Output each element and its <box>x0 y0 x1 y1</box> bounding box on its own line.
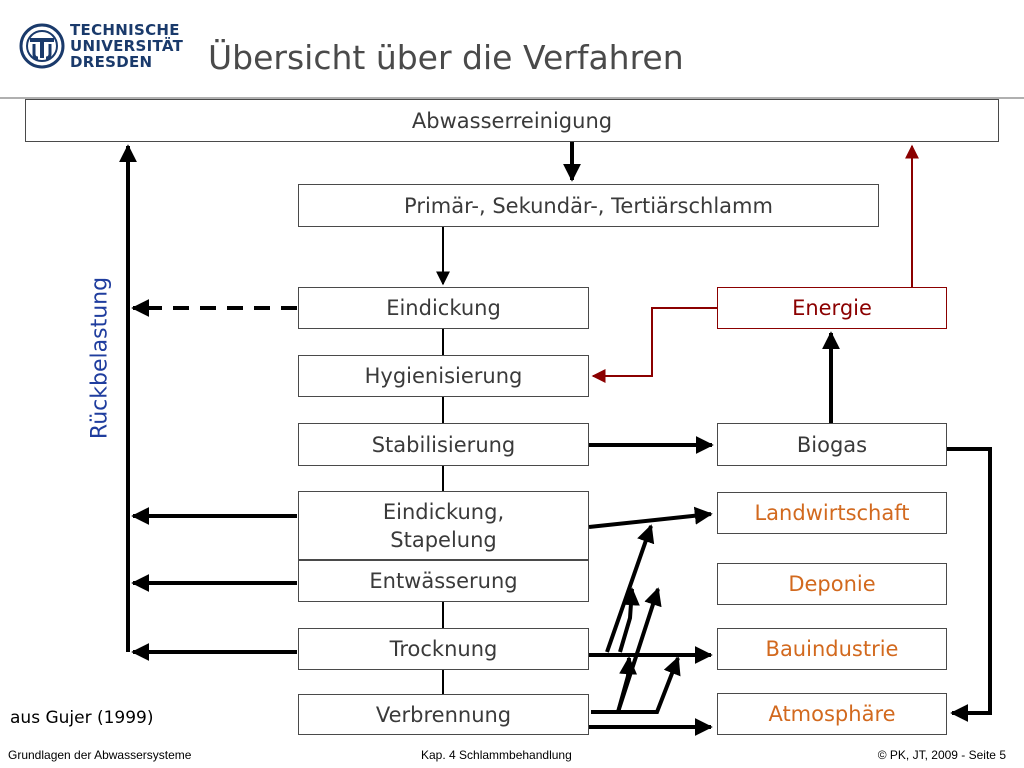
energy-box: Energie <box>717 287 947 329</box>
hygienization-box: Hygienisierung <box>298 355 589 397</box>
energy-to-hygienization-arrow <box>591 307 717 383</box>
storage-to-agriculture-arrow <box>588 506 713 529</box>
logo-line-3: DRESDEN <box>70 53 153 71</box>
footer-course-title: Grundlagen der Abwassersysteme <box>8 748 192 762</box>
incineration-up-path <box>618 656 681 714</box>
landfill-box: Deponie <box>717 563 947 605</box>
sludge-types-box: Primär-, Sekundär-, Tertiärschlamm <box>298 184 879 227</box>
header-divider <box>0 97 1024 99</box>
university-logo-text: TECHNISCHE UNIVERSITÄT DRESDEN <box>70 22 183 70</box>
biogas-box: Biogas <box>717 423 947 466</box>
thickening-box: Eindickung <box>298 287 589 329</box>
dewatering-box: Entwässerung <box>298 560 589 602</box>
logo-line-1: TECHNISCHE <box>70 21 180 39</box>
drying-box: Trocknung <box>298 628 589 670</box>
incineration-to-construction-path <box>616 656 638 713</box>
biogas-to-atmosphere-arrow <box>947 447 992 722</box>
footer-copyright-page: © PK, JT, 2009 - Seite 5 <box>877 748 1006 762</box>
thickening-storage-box: Eindickung, Stapelung <box>298 491 589 560</box>
incineration-box: Verbrennung <box>298 694 589 735</box>
tu-dresden-logo-icon <box>19 23 65 69</box>
return-load-label: Rückbelastung <box>87 276 113 440</box>
atmosphere-box: Atmosphäre <box>717 693 947 735</box>
stabilization-box: Stabilisierung <box>298 423 589 466</box>
page-title: Übersicht über die Verfahren <box>208 38 684 77</box>
drying-to-deposit-path <box>618 587 640 653</box>
footer-chapter: Kap. 4 Schlammbehandlung <box>421 748 572 762</box>
logo-line-2: UNIVERSITÄT <box>70 37 184 55</box>
agriculture-box: Landwirtschaft <box>717 492 947 534</box>
construction-industry-box: Bauindustrie <box>717 628 947 670</box>
source-note: aus Gujer (1999) <box>10 708 154 728</box>
wastewater-treatment-box: Abwasserreinigung <box>25 99 999 142</box>
